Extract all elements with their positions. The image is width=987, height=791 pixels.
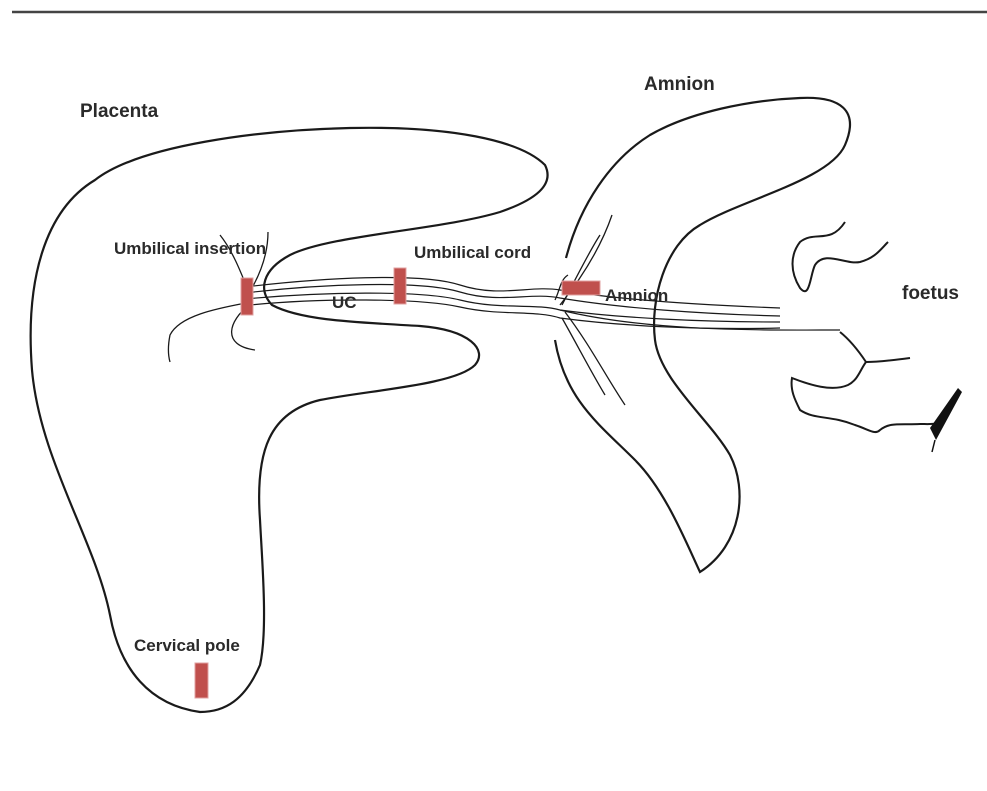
cervical-pole-sample — [195, 663, 208, 698]
umbilical-cord-sample — [394, 268, 406, 304]
foetus-limb-line — [932, 440, 935, 452]
amnion-outline — [555, 98, 850, 572]
umbilical-cord-label: Umbilical cord — [414, 244, 531, 261]
uc-label: UC — [332, 294, 357, 311]
cervical-pole-label: Cervical pole — [134, 637, 240, 654]
placenta-outline — [31, 128, 548, 712]
foetus-outline — [792, 222, 945, 432]
amnion-sample — [562, 281, 600, 295]
foetus-limb-mark — [930, 388, 962, 440]
amnion-top-label: Amnion — [644, 75, 715, 94]
umbilical-insertion-sample — [241, 278, 253, 315]
placenta-label: Placenta — [80, 102, 158, 121]
amnion-sample-label: Amnion — [605, 287, 668, 304]
umbilical-insertion-label: Umbilical insertion — [114, 240, 266, 257]
foetus-label: foetus — [902, 284, 959, 303]
